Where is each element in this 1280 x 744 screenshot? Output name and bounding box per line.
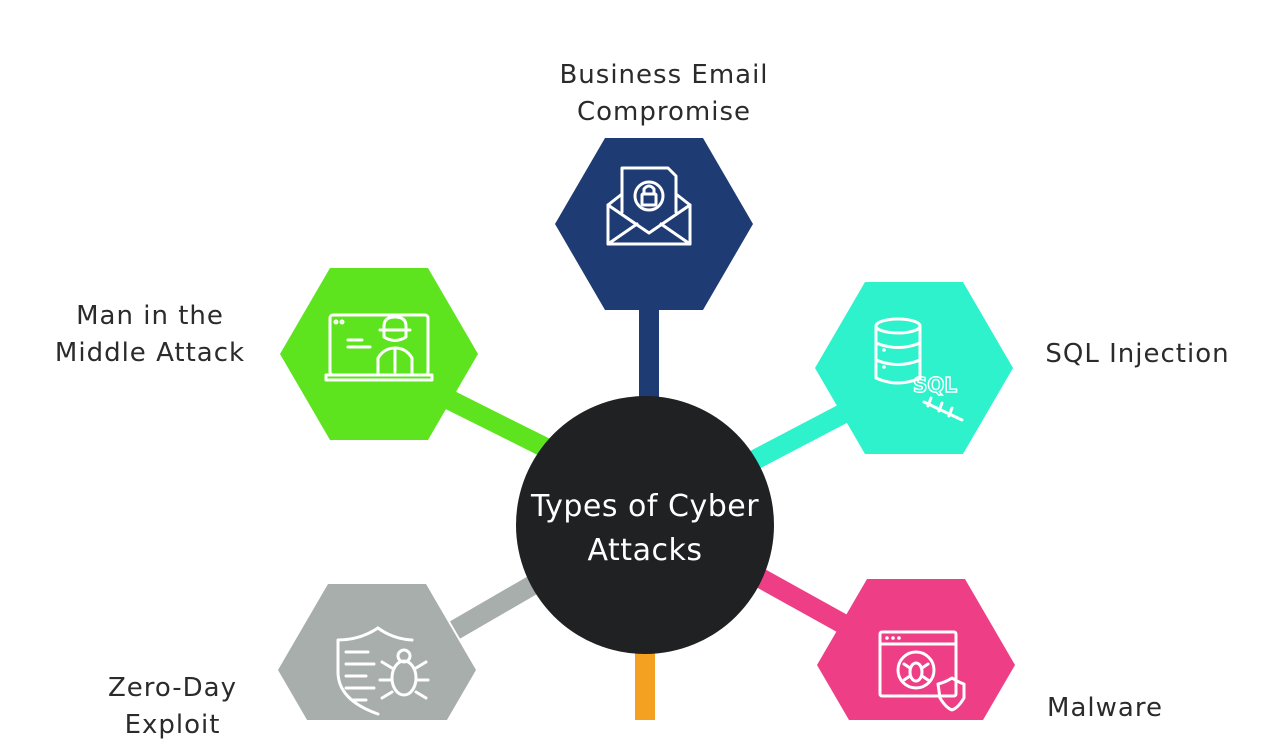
- label-bec-line1: Business Email: [559, 60, 769, 90]
- connector-malw: [750, 566, 850, 634]
- label-sql-injection: SQL Injection: [1030, 336, 1245, 373]
- center-title-line2: Attacks: [587, 533, 703, 568]
- label-malware: Malware: [1030, 690, 1180, 727]
- connector-mitm: [445, 391, 565, 464]
- center-circle: [516, 396, 774, 654]
- label-mitm-line2: Middle Attack: [54, 338, 246, 368]
- browser-bug-icon: [878, 630, 966, 712]
- label-man-in-the-middle: Man in the Middle Attack: [40, 298, 260, 372]
- label-business-email-compromise: Business Email Compromise: [524, 57, 804, 131]
- shield-bug-icon: [336, 626, 430, 716]
- locked-envelope-icon: [606, 166, 692, 246]
- label-mitm-line1: Man in the: [76, 301, 224, 331]
- connector-sql: [740, 401, 855, 474]
- label-malware-line1: Malware: [1047, 693, 1163, 723]
- center-title-line1: Types of Cyber: [530, 489, 760, 524]
- label-bec-line2: Compromise: [576, 97, 751, 127]
- cyber-attack-diagram: SQL: [278, 138, 1015, 720]
- sql-icon-text: SQL: [913, 373, 957, 397]
- label-zero-line1: Zero-Day: [107, 673, 238, 703]
- center-title: Types of Cyber Attacks: [515, 485, 775, 573]
- hex-zero: [278, 584, 476, 720]
- label-sql-line1: SQL Injection: [1045, 339, 1230, 369]
- label-zero-line2: Exploit: [124, 710, 221, 740]
- hacker-laptop-icon: [324, 313, 434, 382]
- hex-malw: [817, 579, 1015, 720]
- hex-sql: [815, 282, 1013, 454]
- sql-database-icon: SQL: [874, 317, 964, 422]
- hex-bec: [555, 138, 753, 310]
- label-zero-day-exploit: Zero-Day Exploit: [80, 670, 265, 744]
